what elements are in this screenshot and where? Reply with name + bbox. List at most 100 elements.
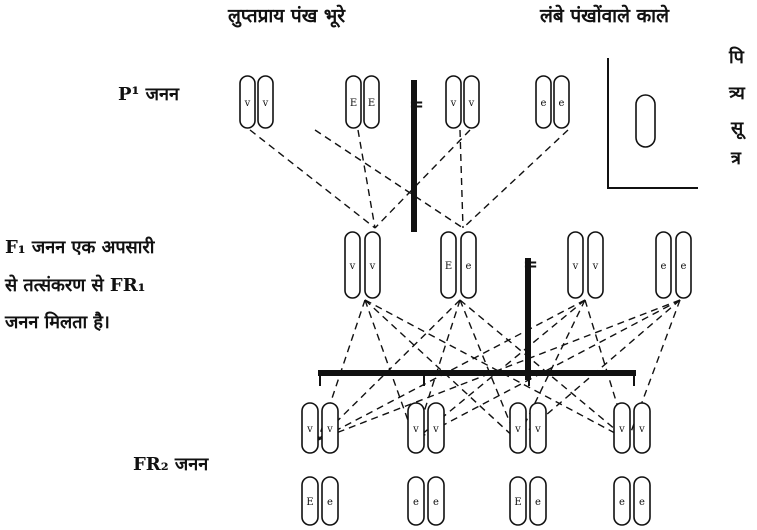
chromosome [440,231,457,299]
allele-label: v [468,98,475,109]
operator-equals: = [409,94,424,115]
allele-label: e [681,261,687,272]
allele-label: e [639,497,645,508]
allele-label: E [514,497,521,508]
label-f1-line: जनन मिलता है। [4,311,110,333]
allele-label: e [559,98,565,109]
chromosome [463,75,480,129]
side-label-char: पि [728,46,745,68]
side-label-char: त्र [730,148,742,169]
allele-label: e [619,497,625,508]
allele-label: e [466,261,472,272]
allele-label: e [433,497,439,508]
reference-chromosome [635,94,656,148]
chromosome [509,402,527,454]
label-f1-line: से तत्संकरण से FR₁ [4,274,146,296]
chromosome [587,231,604,299]
p1-cross-lines [249,129,569,229]
allele-label: E [445,261,452,272]
allele-label: v [592,261,599,272]
allele-label: v [572,261,579,272]
label-p1: P¹ जनन [118,84,180,105]
allele-label: v [618,424,625,435]
header-right: लंबे पंखोंवाले काले [539,4,670,27]
allele-label: v [514,424,521,435]
chromosome [529,402,547,454]
header-left: लुप्तप्राय पंख भूरे [227,4,346,28]
chromosome [427,402,445,454]
chromosome [633,402,651,454]
chromosome [301,476,319,526]
allele-label: v [432,424,439,435]
allele-label: e [541,98,547,109]
allele-label: E [368,98,375,109]
chromosome [363,75,380,129]
reference-chromosome-frame [607,58,698,189]
allele-label: E [350,98,357,109]
side-vertical-label: पि त्र्य सू त्र [728,46,746,169]
chromosome [633,476,651,526]
chromosome [655,231,672,299]
label-fr2: FR₂ जनन [133,454,209,475]
chromosome [239,75,256,129]
allele-label: v [262,98,269,109]
chromosome [529,476,547,526]
allele-label: e [661,261,667,272]
chromosome [613,476,631,526]
allele-label: v [349,261,356,272]
chromosome [321,476,339,526]
allele-label: v [450,98,457,109]
label-f1-line: F₁ जनन एक अपसारी [5,236,156,258]
fr2-divider-bar [318,370,636,386]
chromosome [301,402,319,454]
chromosome [364,231,381,299]
allele-label: e [535,497,541,508]
chromosome [567,231,584,299]
allele-label: v [244,98,251,109]
chromosome [427,476,445,526]
operator-equals: = [523,254,538,275]
chromosome [345,75,362,129]
chromosome [445,75,462,129]
side-label-char: त्र्य [728,83,746,104]
chromosome [535,75,552,129]
chromosome [344,231,361,299]
allele-label: E [306,497,313,508]
chromosome [460,231,477,299]
side-label-char: सू [730,118,746,140]
chromosome [553,75,570,129]
allele-label: v [326,424,333,435]
chromosome [675,231,692,299]
allele-label: e [413,497,419,508]
chromosome [257,75,274,129]
allele-label: v [638,424,645,435]
chromosome [509,476,527,526]
chromosome [321,402,339,454]
chromosome [407,476,425,526]
allele-label: v [534,424,541,435]
allele-label: v [306,424,313,435]
chromosome [613,402,631,454]
allele-label: v [369,261,376,272]
chromosome [407,402,425,454]
allele-label: e [327,497,333,508]
allele-label: v [412,424,419,435]
